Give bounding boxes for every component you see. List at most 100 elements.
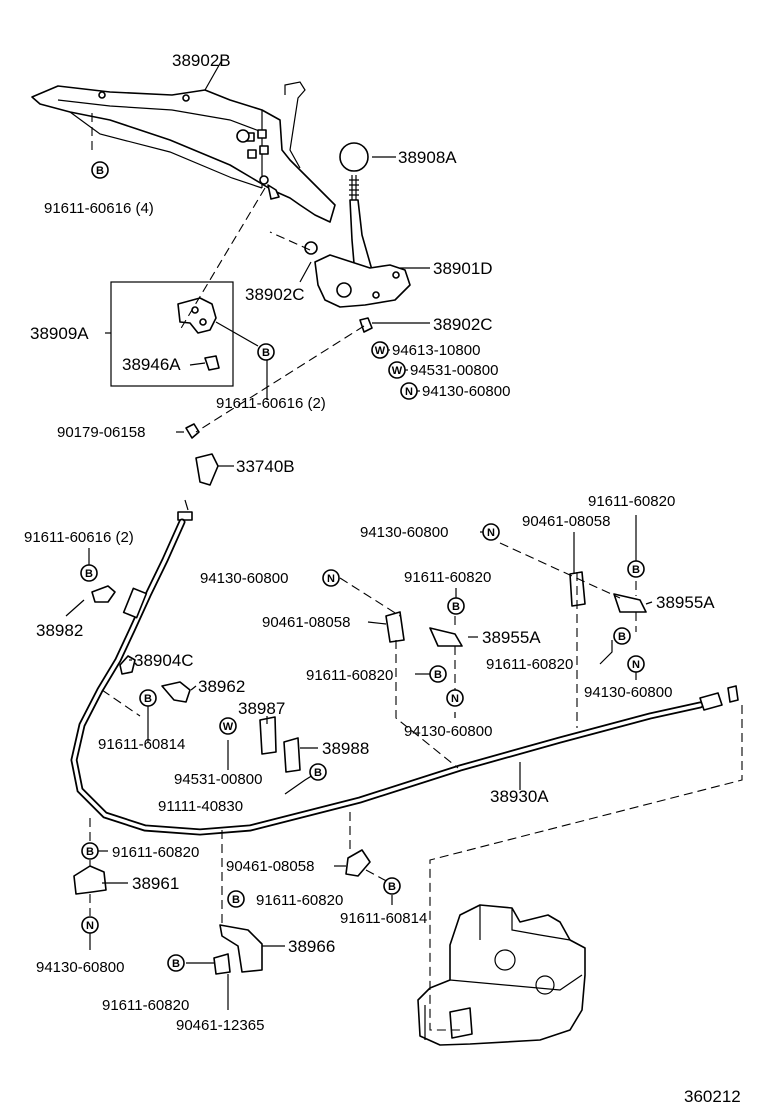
svg-text:B: B (172, 958, 180, 970)
bolt-symbol-icon: B (139, 689, 157, 707)
svg-text:W: W (375, 345, 386, 357)
part-label-94531-00800-lower: 94531-00800 (174, 771, 262, 788)
nut-symbol-icon: N (446, 689, 464, 707)
svg-text:B: B (86, 846, 94, 858)
part-label-38901D: 38901D (433, 259, 493, 278)
svg-text:B: B (85, 568, 93, 580)
cable-end-drawing (177, 423, 219, 521)
part-label-91611-60820-left: 91611-60820 (112, 844, 199, 861)
svg-text:N: N (632, 659, 640, 671)
part-label-94130-60800-bottom: 94130-60800 (36, 959, 124, 976)
part-label-91611-60820-bottom: 91611-60820 (102, 997, 189, 1014)
part-label-38988: 38988 (322, 739, 369, 758)
svg-text:N: N (451, 693, 459, 705)
svg-text:B: B (618, 631, 626, 643)
bolt-symbol-icon: B (257, 343, 275, 361)
part-label-38930A: 38930A (490, 787, 549, 806)
part-label-33740B: 33740B (236, 457, 295, 476)
part-label-38987: 38987 (238, 699, 285, 718)
svg-text:N: N (327, 573, 335, 585)
part-label-94130-60800-right: 94130-60800 (584, 684, 672, 701)
svg-text:B: B (96, 165, 104, 177)
svg-text:W: W (223, 721, 234, 733)
svg-text:N: N (487, 527, 495, 539)
washer-symbol-icon: W (219, 717, 237, 735)
bolt-symbol-icon: B (627, 560, 645, 578)
part-label-38955A-mid: 38955A (482, 628, 541, 647)
bolt-symbol-icon: B (227, 890, 245, 908)
washer-symbol-icon: W (371, 341, 389, 359)
part-label-91611-60616-2-lower: 91611-60616 (2) (24, 529, 134, 546)
part-label-94130-60800-upper: 94130-60800 (422, 383, 510, 400)
bolt-symbol-icon: B (309, 763, 327, 781)
kit-parts-drawing (177, 297, 220, 371)
bolt-symbol-icon: B (429, 665, 447, 683)
svg-text:B: B (262, 347, 270, 359)
nut-symbol-icon: N (81, 916, 99, 934)
part-label-38902C-lower: 38902C (433, 315, 493, 334)
part-label-91611-60814-upper: 91611-60814 (98, 736, 185, 753)
part-label-38962: 38962 (198, 677, 245, 696)
svg-text:B: B (144, 693, 152, 705)
part-label-91611-60820-lower: 91611-60820 (256, 892, 343, 909)
transmission-drawing (417, 904, 586, 1046)
part-label-91611-60820-right: 91611-60820 (486, 656, 573, 673)
part-label-90461-12365: 90461-12365 (176, 1017, 264, 1034)
shift-cable-drawing (70, 518, 739, 836)
part-label-94130-60800-mid: 94130-60800 (360, 524, 448, 541)
part-label-94130-60800-center: 94130-60800 (404, 723, 492, 740)
svg-text:B: B (452, 601, 460, 613)
part-label-91111-40830: 91111-40830 (158, 798, 243, 815)
nut-symbol-icon: N (627, 655, 645, 673)
svg-text:B: B (314, 767, 322, 779)
part-label-90461-08058-right: 90461-08058 (522, 513, 610, 530)
part-label-91611-60820-mid: 91611-60820 (404, 569, 491, 586)
bolt-symbol-icon: B (81, 842, 99, 860)
dashed-guide-lines (89, 112, 743, 1031)
part-label-90179-06158: 90179-06158 (57, 424, 145, 441)
bolt-symbol-icon: B (91, 161, 109, 179)
svg-text:N: N (405, 386, 413, 398)
svg-text:W: W (392, 365, 403, 377)
part-label-94130-60800-left: 94130-60800 (200, 570, 288, 587)
part-label-38902C-upper: 38902C (245, 285, 305, 304)
part-label-38908A: 38908A (398, 148, 457, 167)
part-label-91611-60616-4: 91611-60616 (4) (44, 200, 154, 217)
svg-text:B: B (434, 669, 442, 681)
svg-text:B: B (388, 881, 396, 893)
part-label-90461-08058-mid: 90461-08058 (262, 614, 350, 631)
part-label-91611-60820-center: 91611-60820 (306, 667, 393, 684)
bolt-symbol-icon: B (167, 954, 185, 972)
bolt-symbol-icon: B (613, 627, 631, 645)
part-label-38966: 38966 (288, 937, 335, 956)
bolt-symbol-icon: B (383, 877, 401, 895)
part-label-38982: 38982 (36, 621, 83, 640)
nut-symbol-icon: N (322, 569, 340, 587)
kit-box-38909A (110, 281, 234, 387)
part-label-91611-60814-lower: 91611-60814 (340, 910, 427, 927)
part-label-94613-10800: 94613-10800 (392, 342, 480, 359)
part-label-38955A-right: 38955A (656, 593, 715, 612)
part-label-90461-08058-lower: 90461-08058 (226, 858, 314, 875)
brackets-drawing (73, 571, 647, 975)
shift-lever-drawing (304, 142, 411, 333)
nut-symbol-icon: N (482, 523, 500, 541)
svg-text:B: B (632, 564, 640, 576)
washer-symbol-icon: W (388, 361, 406, 379)
part-label-38909A: 38909A (30, 324, 89, 343)
part-label-38961: 38961 (132, 874, 179, 893)
leader-lines (65, 59, 653, 1010)
bolt-symbol-icon: B (80, 564, 98, 582)
part-label-38902B: 38902B (172, 51, 231, 70)
part-label-91611-60820-top: 91611-60820 (588, 493, 675, 510)
part-label-91611-60616-2-upper: 91611-60616 (2) (216, 395, 326, 412)
diagram-number: 360212 (684, 1087, 741, 1106)
svg-text:B: B (232, 894, 240, 906)
bolt-symbol-icon: B (447, 597, 465, 615)
part-label-38904C: 38904C (134, 651, 194, 670)
nut-symbol-icon: N (400, 382, 418, 400)
part-label-94531-00800-upper: 94531-00800 (410, 362, 498, 379)
svg-text:N: N (86, 920, 94, 932)
shift-bracket-drawing (31, 81, 336, 223)
